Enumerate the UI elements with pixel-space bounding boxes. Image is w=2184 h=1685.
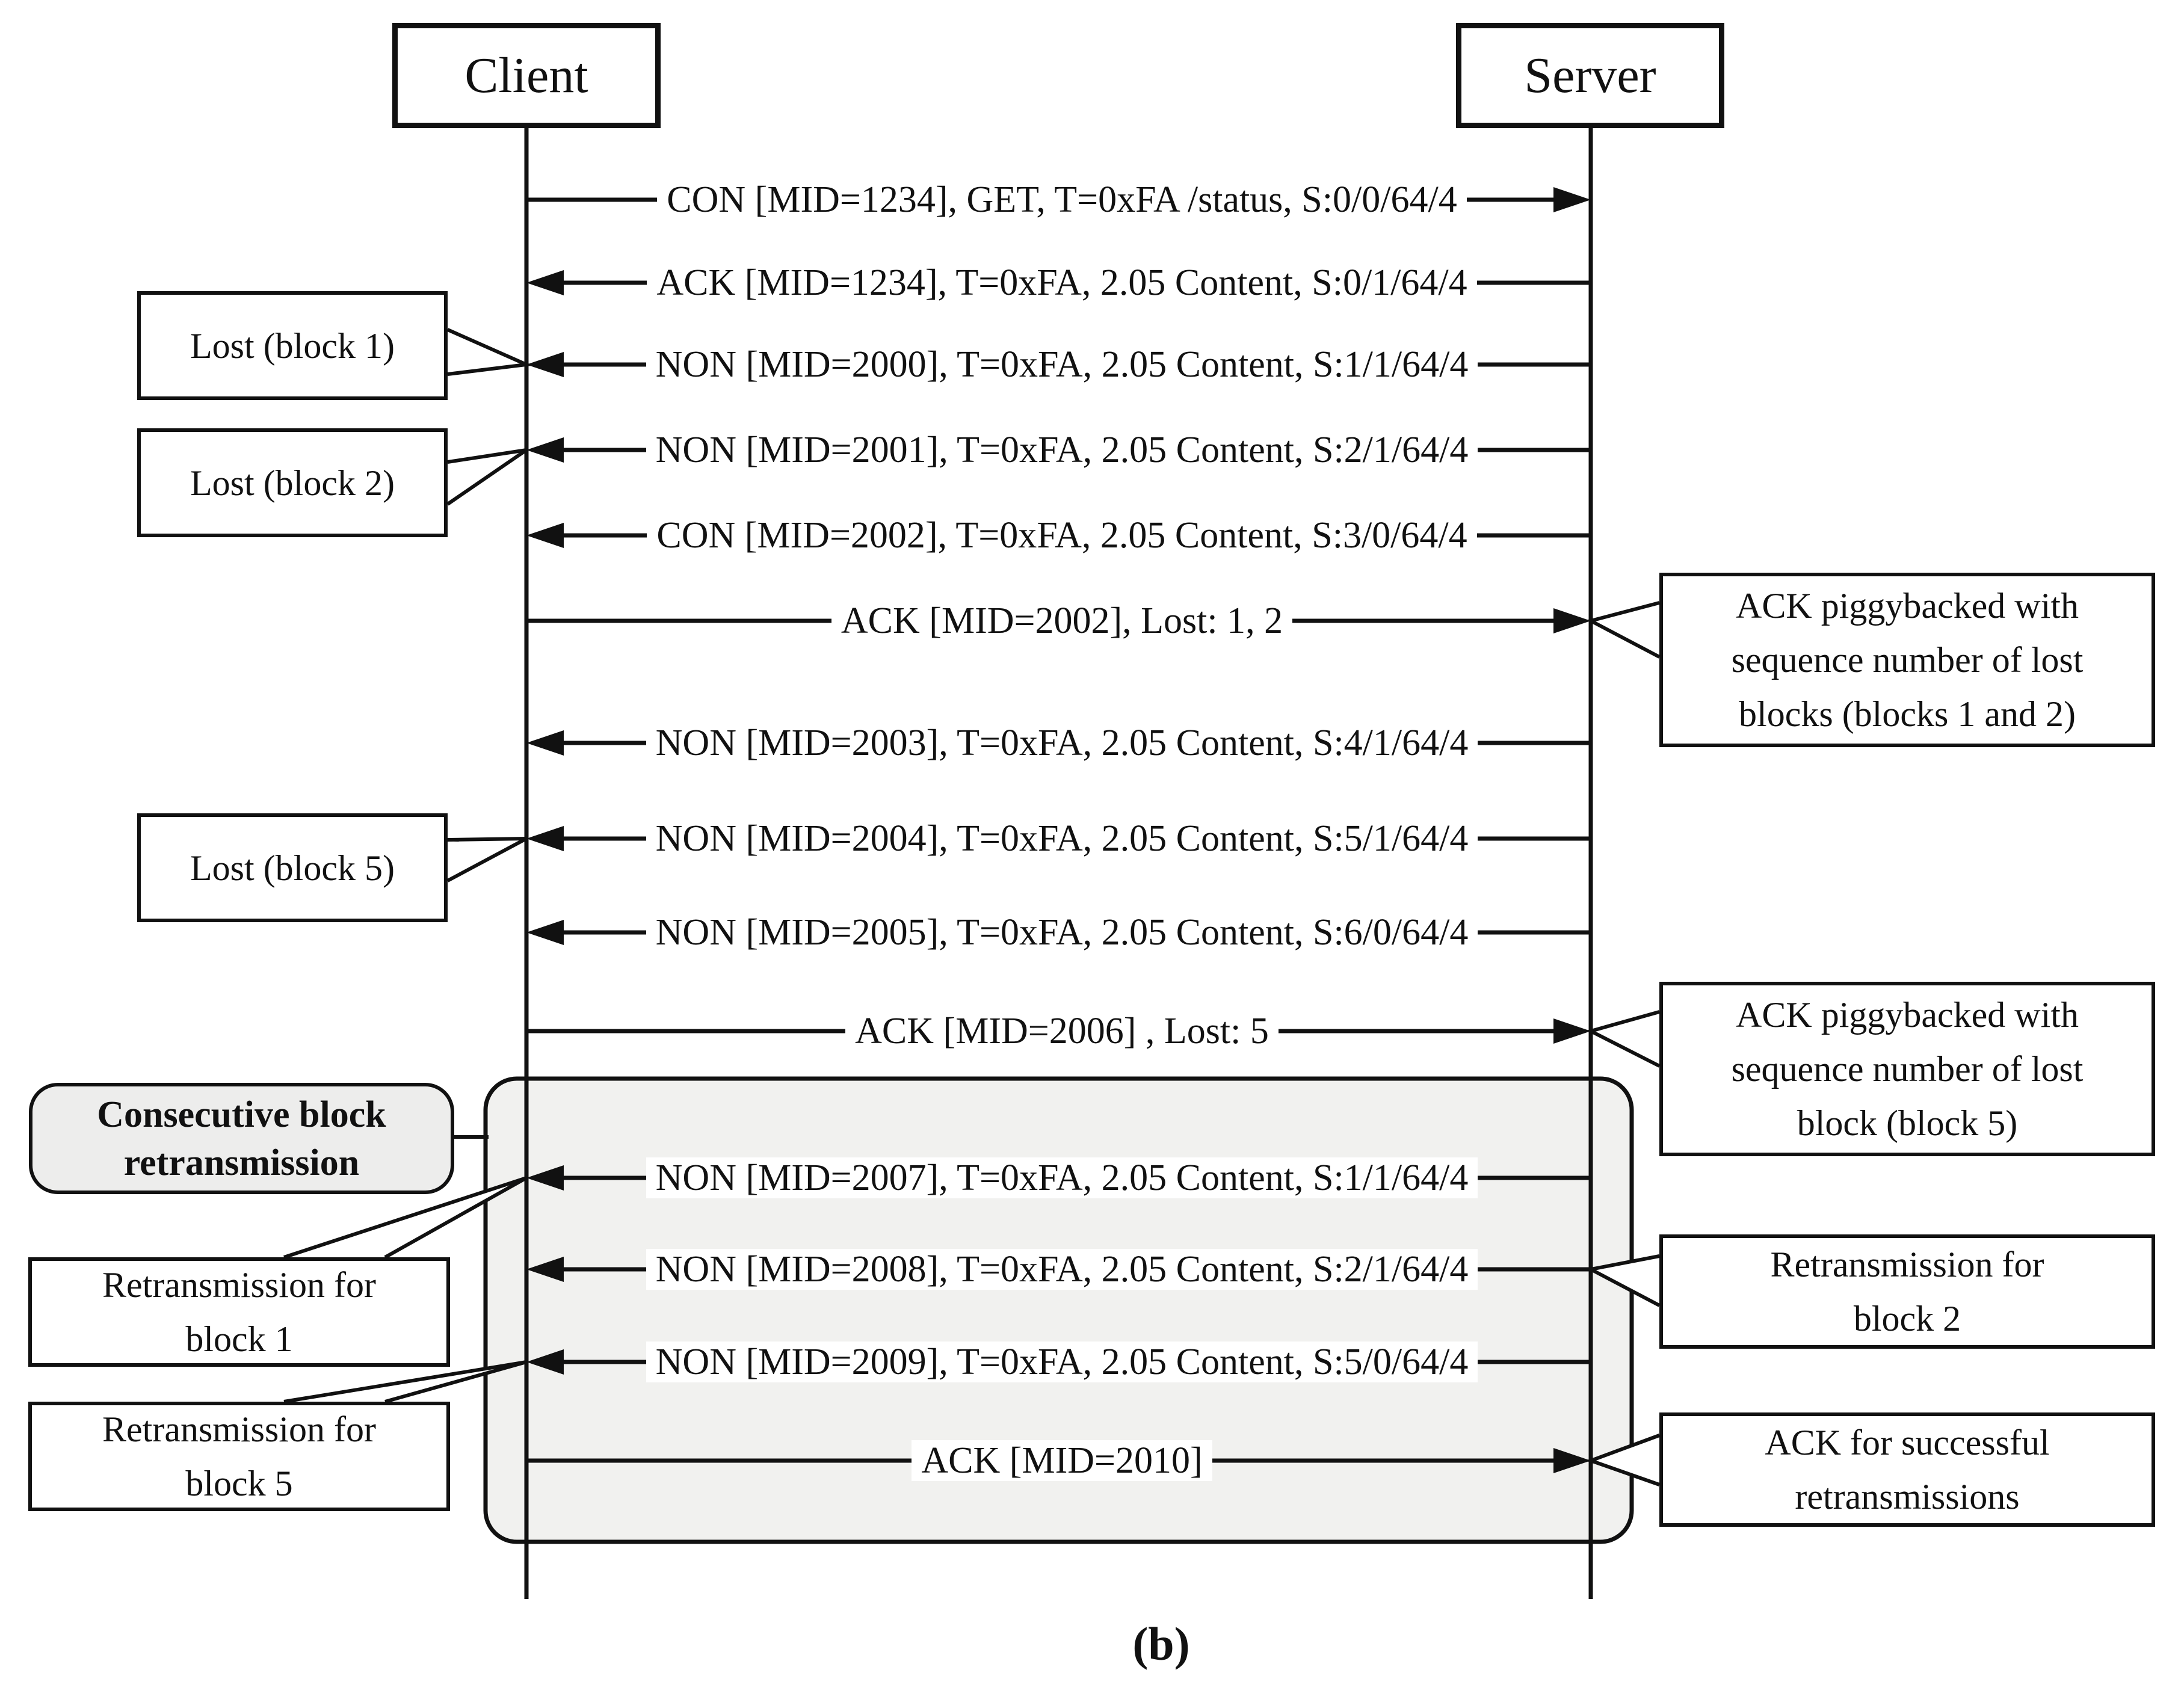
message-arrowhead-left [526,523,564,548]
message-arrowhead-left [526,730,564,756]
callout-lost-block-5: Lost (block 5) [137,813,448,922]
client-entity-box: Client [392,23,661,128]
message-text: NON [MID=2003], T=0xFA, 2.05 Content, S:… [646,722,1478,763]
callout-text-line: sequence number of lost [1731,640,2084,680]
message-text: NON [MID=2000], T=0xFA, 2.05 Content, S:… [646,344,1478,385]
callout-ack-piggybacked-block-5: ACK piggybacked with sequence number of l… [1659,982,2155,1156]
message-arrowhead-left [526,270,564,295]
message-arrowhead-left [526,1349,564,1375]
message-label: NON [MID=2007], T=0xFA, 2.05 Content, S:… [572,1151,1552,1204]
callout-tail-ack-piggybacked-block-5 [1585,1010,1661,1068]
callout-tail-lost-block-5 [446,837,528,883]
message-arrowhead-left [526,1165,564,1191]
callout-tail-ack-piggybacked-blocks-1-2 [1585,601,1661,659]
callout-ack-successful-retransmissions: ACK for successful retransmissions [1659,1412,2155,1527]
message-label: ACK [MID=1234], T=0xFA, 2.05 Content, S:… [572,256,1552,309]
message-text: NON [MID=2008], T=0xFA, 2.05 Content, S:… [646,1249,1478,1290]
message-arrowhead-right [1553,1448,1591,1473]
message-text: ACK [MID=2010] [912,1440,1212,1481]
callout-tail-ack-successful-retransmissions [1585,1434,1661,1486]
bubble-line: Consecutive block [97,1094,386,1135]
message-label: NON [MID=2005], T=0xFA, 2.05 Content, S:… [572,906,1552,959]
server-entity-box: Server [1456,23,1724,128]
callout-lost-block-1: Lost (block 1) [137,291,448,400]
message-text: NON [MID=2007], T=0xFA, 2.05 Content, S:… [646,1157,1478,1198]
callout-text-line: Retransmission for [102,1409,376,1449]
callout-text-line: sequence number of lost [1731,1049,2084,1089]
bubble-line: retransmission [123,1142,360,1183]
message-text: NON [MID=2004], T=0xFA, 2.05 Content, S:… [646,818,1478,859]
message-label: ACK [MID=2010] [572,1434,1552,1487]
callout-tail-lost-block-1 [446,328,534,376]
figure-caption: (b) [1132,1618,1190,1670]
message-label: NON [MID=2009], T=0xFA, 2.05 Content, S:… [572,1335,1552,1388]
callout-text-line: retransmissions [1795,1477,2020,1517]
callout-retransmission-block-5: Retransmission for block 5 [28,1402,450,1511]
message-arrowhead-left [526,826,564,851]
message-arrowhead-left [526,1257,564,1282]
callout-consecutive-block-retransmission: Consecutive block retransmission [29,1083,454,1194]
callout-text-line: Lost (block 1) [190,325,395,366]
message-text: NON [MID=2009], T=0xFA, 2.05 Content, S:… [646,1342,1478,1382]
client-label: Client [464,48,588,103]
message-text: NON [MID=2001], T=0xFA, 2.05 Content, S:… [646,430,1478,470]
message-label: CON [MID=1234], GET, T=0xFA /status, S:0… [572,173,1552,226]
message-label: CON [MID=2002], T=0xFA, 2.05 Content, S:… [572,509,1552,562]
callout-text-line: block 5 [185,1464,293,1503]
callout-ack-piggybacked-blocks-1-2: ACK piggybacked with sequence number of l… [1659,573,2155,747]
callout-retransmission-block-1: Retransmission for block 1 [28,1257,450,1367]
message-label: NON [MID=2008], T=0xFA, 2.05 Content, S:… [572,1243,1552,1296]
message-text: CON [MID=1234], GET, T=0xFA /status, S:0… [657,179,1467,220]
callout-text-line: Lost (block 2) [190,463,395,503]
message-label: ACK [MID=2006] , Lost: 5 [572,1005,1552,1058]
callout-lost-block-2: Lost (block 2) [137,428,448,537]
callout-text-line: block 2 [1853,1299,1961,1338]
callout-text-line: ACK for successful [1765,1423,2050,1462]
callout-text-line: Retransmission for [1770,1245,2044,1284]
message-arrowhead-right [1553,1018,1591,1044]
callout-tail-retransmission-block-5 [283,1360,527,1403]
callout-text-line: Retransmission for [102,1265,376,1305]
message-arrowhead-right [1553,608,1591,633]
message-label: ACK [MID=2002], Lost: 1, 2 [572,594,1552,647]
callout-retransmission-block-2: Retransmission for block 2 [1659,1234,2155,1349]
message-arrowhead-left [526,437,564,463]
message-text: CON [MID=2002], T=0xFA, 2.05 Content, S:… [647,515,1477,556]
message-text: ACK [MID=2002], Lost: 1, 2 [831,600,1293,641]
callout-text-line: ACK piggybacked with [1736,995,2079,1035]
callout-text-line: ACK piggybacked with [1736,586,2079,626]
callout-text-line: block 1 [185,1319,293,1359]
callout-text-line: Lost (block 5) [190,848,395,888]
message-label: NON [MID=2004], T=0xFA, 2.05 Content, S:… [572,812,1552,865]
message-text: ACK [MID=2006] , Lost: 5 [845,1011,1279,1052]
callout-tail-retransmission-block-2 [1585,1254,1661,1307]
message-arrowhead-right [1553,187,1591,212]
callout-text-line: blocks (blocks 1 and 2) [1739,694,2076,734]
message-text: ACK [MID=1234], T=0xFA, 2.05 Content, S:… [647,262,1477,303]
server-label: Server [1524,48,1656,103]
message-label: NON [MID=2003], T=0xFA, 2.05 Content, S:… [572,716,1552,769]
callout-text-line: block (block 5) [1797,1103,2018,1143]
callout-tail-lost-block-2 [446,448,528,506]
message-arrowhead-left [526,352,564,377]
message-label: NON [MID=2001], T=0xFA, 2.05 Content, S:… [572,424,1552,476]
message-text: NON [MID=2005], T=0xFA, 2.05 Content, S:… [646,912,1478,953]
message-label: NON [MID=2000], T=0xFA, 2.05 Content, S:… [572,338,1552,391]
message-arrowhead-left [526,920,564,945]
